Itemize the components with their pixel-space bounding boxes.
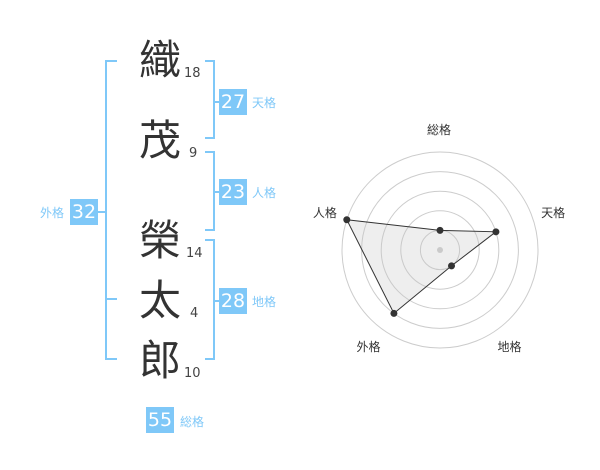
radar-point-3: [448, 262, 456, 270]
tenkaku-value-badge: 27: [219, 89, 247, 115]
radar-axis-label-1: 総格: [427, 123, 452, 137]
radar-grid-ring: [380, 190, 500, 310]
gaikaku-label: 外格: [40, 206, 65, 220]
soukaku-label: 総格: [180, 415, 205, 429]
jinkaku-label: 人格: [252, 186, 277, 200]
jinkaku-value-badge: 23: [219, 179, 247, 205]
stroke-count-1: 18: [184, 66, 201, 81]
stroke-count-3: 14: [186, 246, 203, 261]
tenkaku-label: 天格: [252, 96, 277, 110]
radar-data-polygon: [345, 219, 498, 315]
radar-axis-label-4: 外格: [356, 340, 381, 355]
stroke-count-5: 10: [184, 366, 201, 381]
radar-grid-ring: [341, 151, 539, 349]
name-char-1: 織: [138, 36, 181, 85]
soukaku-value-badge: 55: [146, 407, 174, 433]
name-char-2: 茂: [138, 116, 181, 165]
radar-grid-ring: [400, 210, 480, 290]
radar-axis-label-2: 天格: [541, 205, 566, 220]
radar-point-5: [343, 216, 351, 224]
radar-center-dot: [437, 247, 443, 253]
name-char-4: 太: [138, 276, 181, 325]
chikaku-value-badge: 28: [219, 288, 247, 314]
stroke-count-2: 9: [189, 146, 198, 161]
radar-point-4: [390, 309, 398, 317]
radar-axis-label-5: 人格: [312, 205, 337, 220]
radar-point-2: [492, 228, 500, 236]
stroke-count-4: 4: [190, 306, 199, 321]
chikaku-label: 地格: [252, 295, 277, 309]
radar-point-1: [436, 226, 444, 234]
name-char-5: 郎: [138, 336, 181, 385]
name-char-3: 榮: [138, 216, 181, 265]
gaikaku-value-badge: 32: [70, 199, 98, 225]
radar-axis-label-3: 地格: [497, 340, 522, 355]
